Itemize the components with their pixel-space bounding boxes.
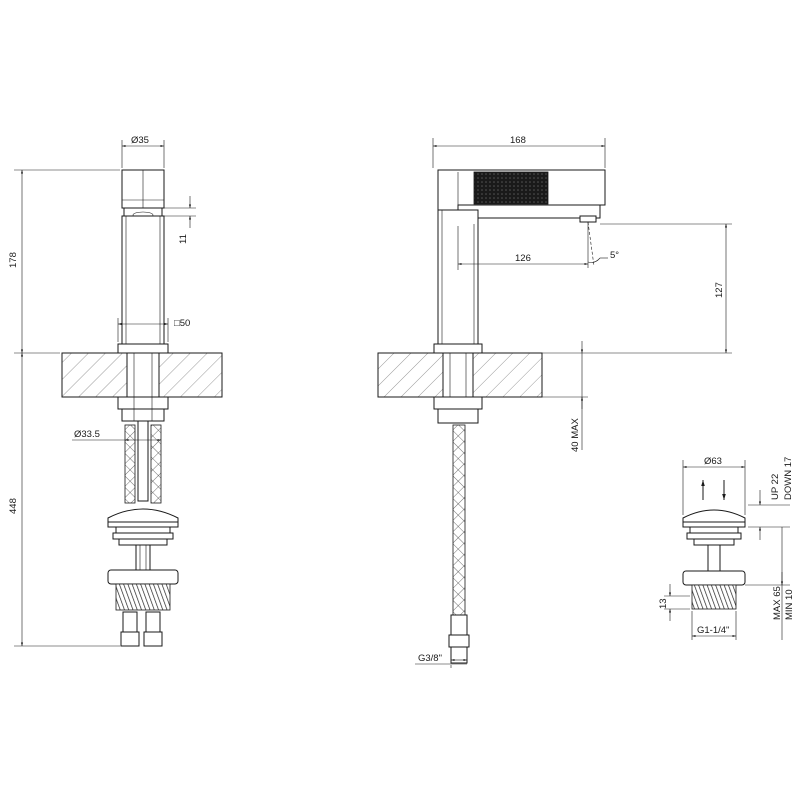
drain-thread bbox=[691, 584, 737, 610]
front-nut bbox=[117, 396, 169, 410]
dim-front-square-base: □50 bbox=[174, 318, 190, 329]
front-drain-thread bbox=[115, 583, 171, 611]
side-spout bbox=[457, 204, 601, 225]
dim-front-offset-small: 11 bbox=[178, 234, 189, 244]
dim-drain-diameter-cap: Ø63 bbox=[704, 456, 722, 467]
front-shank bbox=[126, 352, 160, 398]
dim-side-thread: G3/8" bbox=[418, 653, 442, 664]
side-view: 168 126 5° 127 40 MAX G3/8" bbox=[377, 135, 732, 668]
dim-drain-nut-height: 13 bbox=[658, 598, 669, 609]
dim-drain-range-max: MAX 65 bbox=[772, 586, 783, 620]
dim-side-max-thickness: 40 MAX bbox=[570, 418, 581, 452]
front-drain-body bbox=[107, 569, 179, 585]
dim-front-diameter-top: Ø35 bbox=[131, 135, 149, 146]
dim-front-diameter-shank: Ø33.5 bbox=[74, 429, 100, 440]
front-flex-hose-right bbox=[150, 424, 162, 504]
drain-detail: Ø63 UP 22 DOWN 17 MAX 65 MIN 10 13 G1-1/… bbox=[658, 456, 795, 640]
front-view: Ø35 178 11 □50 Ø33.5 448 bbox=[8, 135, 223, 647]
front-flex-hose-left bbox=[124, 424, 136, 504]
drain-cap bbox=[682, 509, 746, 523]
dim-side-spout-angle: 5° bbox=[610, 250, 619, 261]
dim-front-height-body: 178 bbox=[8, 252, 19, 268]
drain-body bbox=[682, 570, 746, 586]
dim-side-spout-height: 127 bbox=[714, 282, 725, 298]
dim-drain-stroke-down: DOWN 17 bbox=[783, 457, 794, 500]
front-connector-left bbox=[122, 611, 138, 633]
side-connector bbox=[450, 614, 468, 636]
dim-side-spout-reach: 126 bbox=[515, 253, 531, 264]
front-drain-cap bbox=[107, 508, 179, 523]
dim-side-total-width: 168 bbox=[510, 135, 526, 146]
side-knurled-grip bbox=[473, 171, 549, 205]
dim-drain-stroke-up: UP 22 bbox=[770, 474, 781, 500]
front-connector-right bbox=[145, 611, 161, 633]
side-flex-hose bbox=[452, 424, 466, 616]
dim-front-total-length: 448 bbox=[8, 498, 19, 514]
side-base-flange bbox=[433, 343, 483, 354]
side-nut bbox=[433, 396, 483, 410]
front-body bbox=[121, 215, 165, 345]
dim-drain-range-min: MIN 10 bbox=[784, 589, 795, 620]
front-base-flange bbox=[117, 343, 169, 354]
dim-drain-thread: G1-1/4" bbox=[697, 625, 729, 636]
